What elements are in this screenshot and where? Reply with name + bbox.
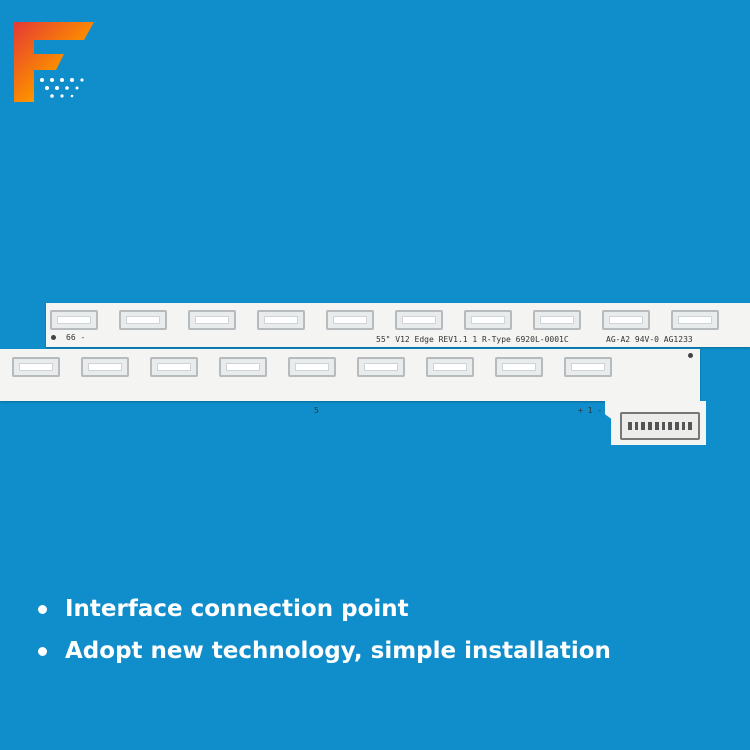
feature-item: Adopt new technology, simple installatio… [38, 630, 611, 672]
led-chip [150, 357, 198, 377]
led-chip [464, 310, 512, 330]
connector-pin [681, 422, 686, 430]
feature-list: Interface connection point Adopt new tec… [38, 588, 611, 672]
led-chip [81, 357, 129, 377]
connector-pin [634, 422, 639, 430]
connector-pin [668, 422, 672, 430]
led-strip-bottom: 5 + 1 - [0, 349, 700, 415]
feature-text: Interface connection point [65, 596, 409, 622]
led-chip [564, 357, 612, 377]
bullet-icon [38, 646, 47, 656]
connector-pin [648, 422, 652, 430]
led-chip [188, 310, 236, 330]
connector-pin [661, 422, 666, 430]
mount-hole [688, 353, 693, 358]
connector-pin [688, 422, 693, 430]
connector-pin [654, 422, 659, 430]
led-chip [12, 357, 60, 377]
led-chip [50, 310, 98, 330]
led-chip [219, 357, 267, 377]
brand-logo-icon [14, 22, 94, 102]
pcb-marking-main: 55" V12 Edge REV1.1 1 R-Type 6920L-0001C [376, 335, 569, 344]
led-chip [288, 357, 336, 377]
pcb-marking-polarity: + 1 - [578, 406, 603, 415]
led-chip [495, 357, 543, 377]
led-chip [533, 310, 581, 330]
connector-pin [628, 422, 632, 430]
bullet-icon [38, 604, 47, 614]
pcb-marking-left: 66 - [66, 333, 86, 342]
led-chip [426, 357, 474, 377]
pcb-marking-right: AG-A2 94V-0 AG1233 [606, 335, 693, 344]
led-chip [602, 310, 650, 330]
feature-item: Interface connection point [38, 588, 611, 630]
pcb-marking-center: 5 [314, 406, 319, 415]
interface-connector [620, 412, 700, 440]
led-chip [257, 310, 305, 330]
led-strip-top: 66 - 55" V12 Edge REV1.1 1 R-Type 6920L-… [46, 303, 750, 347]
connector-pin [674, 422, 679, 430]
led-chip [119, 310, 167, 330]
connector-pin [641, 422, 646, 430]
led-chip [395, 310, 443, 330]
led-chip [671, 310, 719, 330]
mount-hole [51, 335, 56, 340]
led-chip [326, 310, 374, 330]
led-chip [357, 357, 405, 377]
feature-text: Adopt new technology, simple installatio… [65, 638, 611, 664]
